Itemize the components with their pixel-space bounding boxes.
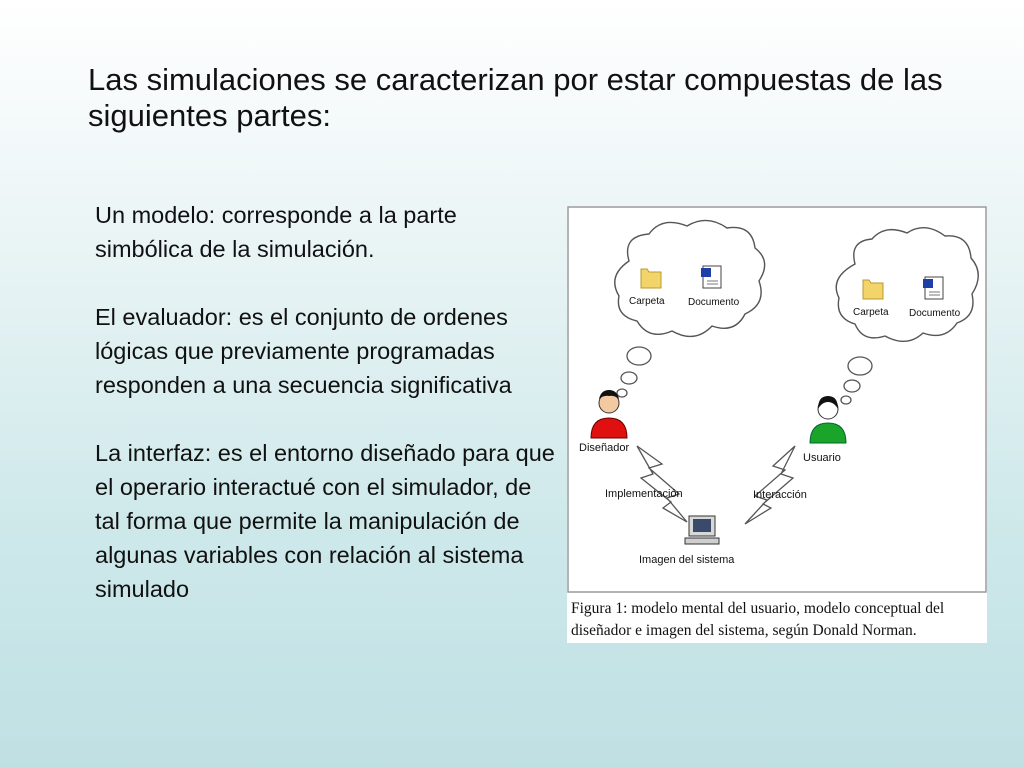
implementation-arrow <box>636 445 688 523</box>
system-image-label: Imagen del sistema <box>639 554 735 566</box>
document-icon <box>701 265 722 289</box>
implementation-label: Implementación <box>605 488 683 500</box>
right-document-label: Documento <box>909 308 961 319</box>
body-text: Un modelo: corresponde a la parte simból… <box>95 198 555 640</box>
interaction-label: Interacción <box>753 489 807 501</box>
left-folder-label: Carpeta <box>629 296 665 307</box>
thought-bubble <box>840 395 852 405</box>
right-thought-cloud: Carpeta Documento <box>835 227 979 405</box>
computer-icon <box>684 515 720 545</box>
norman-figure: Carpeta Documento Carpeta <box>567 206 987 643</box>
user-icon <box>809 396 847 444</box>
thought-bubble <box>620 371 638 385</box>
left-document-label: Documento <box>688 297 740 308</box>
folder-icon <box>640 268 662 289</box>
thought-bubble <box>843 379 861 393</box>
paragraph-evaluador: El evaluador: es el conjunto de ordenes … <box>95 304 512 398</box>
designer-icon <box>590 390 628 439</box>
figure-diagram: Carpeta Documento Carpeta <box>567 206 987 593</box>
slide-title: Las simulaciones se caracterizan por est… <box>88 62 943 133</box>
designer-label: Diseñador <box>579 442 629 454</box>
folder-icon <box>862 279 884 300</box>
user-label: Usuario <box>803 452 841 464</box>
right-folder-label: Carpeta <box>853 307 889 318</box>
paragraph-interfaz: La interfaz: es el entorno diseñado para… <box>95 440 555 602</box>
thought-bubble <box>847 356 873 376</box>
thought-bubble <box>616 388 628 398</box>
left-thought-cloud: Carpeta Documento <box>614 219 766 398</box>
thought-bubble <box>626 346 652 366</box>
document-icon <box>923 276 944 300</box>
interaction-arrow <box>744 445 796 525</box>
figure-caption: Figura 1: modelo mental del usuario, mod… <box>571 600 945 639</box>
paragraph-modelo: Un modelo: corresponde a la parte simból… <box>95 202 457 262</box>
